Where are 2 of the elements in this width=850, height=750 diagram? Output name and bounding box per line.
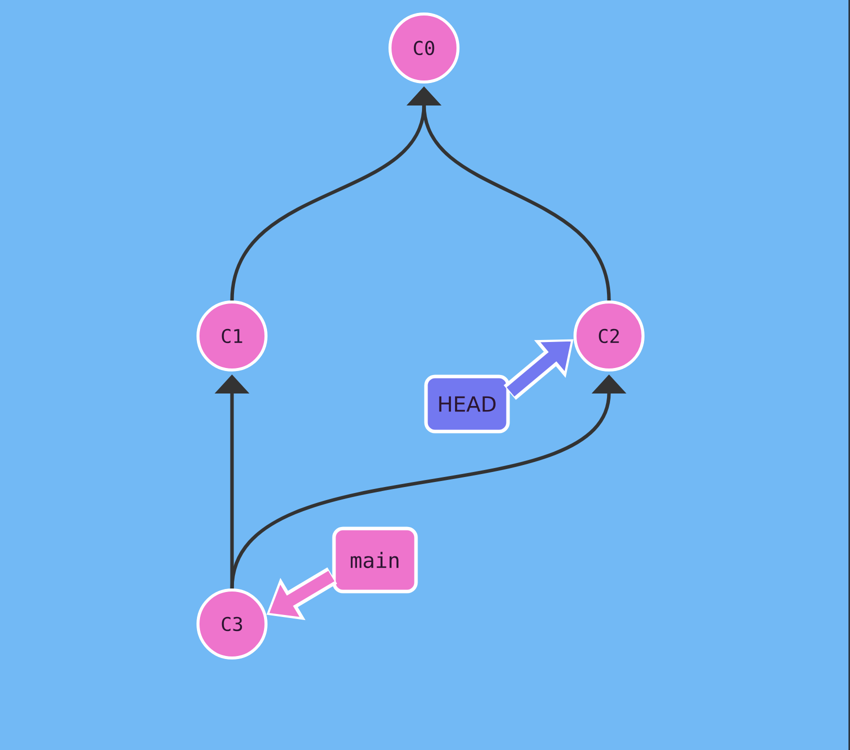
- tag-box: main: [332, 526, 418, 594]
- tag-box: HEAD: [424, 374, 510, 434]
